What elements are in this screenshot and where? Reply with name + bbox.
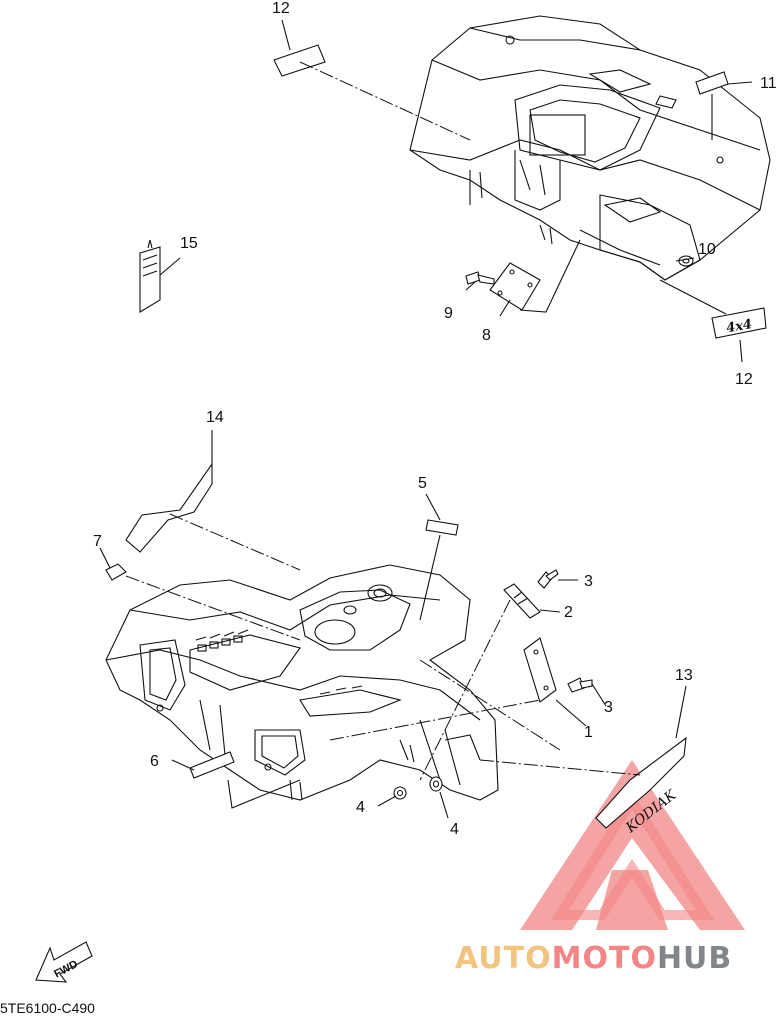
watermark-logo: AUTOMOTOHUB	[455, 760, 745, 976]
front-fender	[105, 564, 499, 801]
callout-11: 11	[760, 75, 777, 92]
callout-3-lower: 3	[604, 699, 613, 716]
callout-5: 5	[418, 475, 427, 492]
bolt-3-upper	[537, 569, 559, 589]
callout-15: 15	[180, 235, 198, 252]
plate-1	[523, 637, 557, 703]
decal-6	[189, 751, 235, 779]
decal-15	[139, 239, 161, 313]
decal-5	[425, 519, 459, 536]
callout-10: 10	[698, 241, 716, 258]
emblem-7	[105, 563, 127, 581]
rear-fender	[409, 15, 771, 281]
decal-14	[125, 462, 213, 553]
callout-14: 14	[206, 409, 224, 426]
callout-12-bottom: 12	[735, 371, 753, 388]
washer-4-right	[429, 776, 443, 792]
svg-text:AUTOMOTOHUB: AUTOMOTOHUB	[455, 941, 732, 976]
callout-3-upper: 3	[584, 573, 593, 590]
decal-12-top	[273, 44, 326, 77]
callout-9: 9	[444, 305, 453, 322]
bolt-9	[465, 271, 495, 285]
callout-1: 1	[584, 724, 593, 741]
callout-4-right: 4	[450, 821, 459, 838]
watermark-triangle-inner-icon	[550, 790, 715, 920]
callout-12-top: 12	[272, 0, 290, 17]
callout-2: 2	[564, 604, 573, 621]
watermark-text-auto: AUTO	[455, 941, 552, 976]
washer-4-left	[393, 786, 407, 800]
washer-10	[678, 255, 694, 267]
callout-7: 7	[93, 533, 102, 550]
watermark-text-moto: MOTO	[552, 941, 657, 976]
plate-8	[489, 262, 541, 311]
leader-lines-bottom	[99, 430, 687, 819]
bolt-3-lower	[567, 677, 593, 693]
decal-4x4: 4x4	[711, 307, 767, 339]
callout-13: 13	[675, 667, 693, 684]
plate-2	[503, 583, 541, 619]
callout-6: 6	[150, 753, 159, 770]
decal-4x4-text: 4x4	[725, 317, 753, 336]
callout-4-left: 4	[356, 799, 365, 816]
watermark-text-hub: HUB	[657, 941, 732, 976]
diagram-code: 5TE6100-C490	[0, 1000, 95, 1016]
fwd-arrow-icon: FWD	[35, 941, 93, 983]
callout-8: 8	[482, 327, 491, 344]
leader-lines-top	[159, 19, 753, 363]
callout-labels: 12 11 15 10 9 8 12 14 5 7 3 2 13 3 1 6 4…	[93, 0, 777, 838]
